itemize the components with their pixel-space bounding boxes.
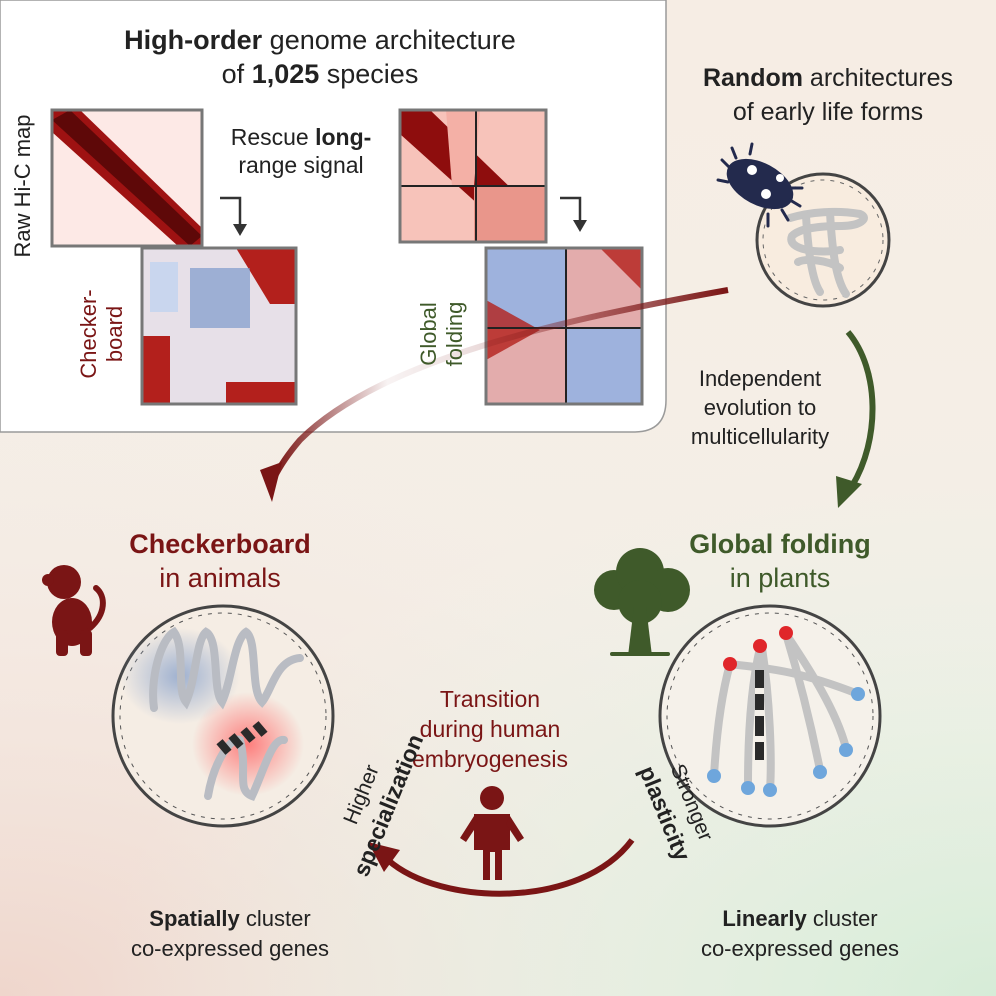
linearly-cluster-label: Linearly cluster co-expressed genes [700, 906, 900, 961]
rescue-label: Rescue long- [230, 124, 372, 150]
checkerboard-map-label: Checker-board [76, 289, 127, 379]
transition-arrow [386, 838, 635, 897]
bacterium-icon [716, 142, 804, 228]
animal-cell [111, 604, 335, 828]
raw-hic-label: Raw Hi-C map [10, 114, 35, 258]
global-folding-title: Global folding [689, 529, 871, 559]
rescue-arrow-2 [560, 196, 582, 222]
plant-cell [658, 604, 882, 828]
random-title: Random architectures [702, 64, 954, 92]
raw-hic-map-checkerboard [50, 108, 204, 248]
checkerboard-subtitle: in animals [159, 563, 281, 593]
tree-icon [594, 548, 690, 656]
checkerboard-map [140, 246, 298, 406]
random-subtitle: of early life forms [732, 98, 924, 126]
rescue-arrow-2-head [573, 220, 587, 232]
transition-arrow-head [368, 842, 400, 872]
rescue-arrow-1 [220, 196, 242, 226]
spatially-cluster-label: Spatially cluster co-expressed genes [130, 906, 330, 961]
top-subtitle: of 1,025 species [221, 59, 419, 89]
raw-hic-map-global [398, 108, 548, 244]
independent-evolution-arrow [845, 330, 876, 488]
global-folding-subtitle: in plants [729, 563, 831, 593]
monkey-icon [42, 565, 106, 656]
independent-evolution-arrow-head [836, 476, 862, 508]
early-life-cell [755, 172, 891, 308]
checkerboard-arrow-head [260, 462, 282, 502]
rescue-arrow-1-head [233, 224, 247, 236]
rescue-label-line2: range signal [238, 152, 364, 178]
top-title: High-order genome architecture [124, 25, 516, 55]
checkerboard-arrow [271, 287, 729, 480]
human-icon [460, 786, 524, 880]
checkerboard-title: Checkerboard [129, 529, 311, 559]
